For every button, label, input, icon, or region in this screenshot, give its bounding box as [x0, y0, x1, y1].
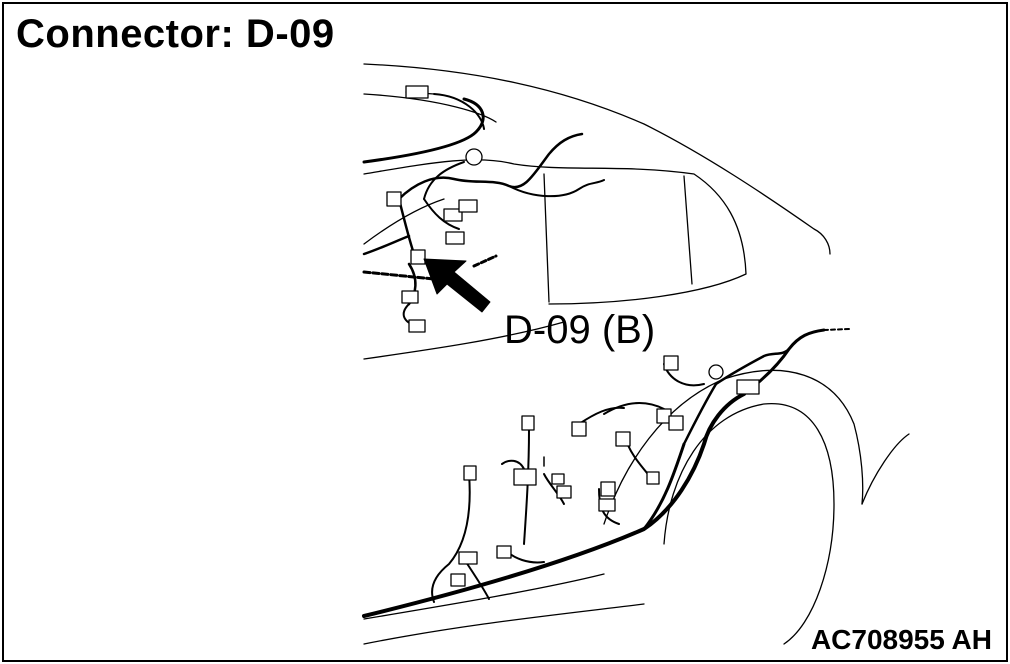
- car-body-outline-lower: [363, 369, 910, 645]
- vehicle-harness-illustration: [362, 63, 910, 645]
- harness-lower: [362, 328, 850, 618]
- diagram-title: Connector: D-09: [16, 12, 335, 56]
- connectors-lower: [450, 355, 760, 587]
- harness-upper: [362, 91, 605, 327]
- pointer-arrow: [423, 258, 491, 313]
- figure-id: AC708955 AH: [810, 624, 992, 655]
- connectors-upper: [386, 85, 483, 333]
- connector-callout-label: D-09 (B): [504, 308, 656, 352]
